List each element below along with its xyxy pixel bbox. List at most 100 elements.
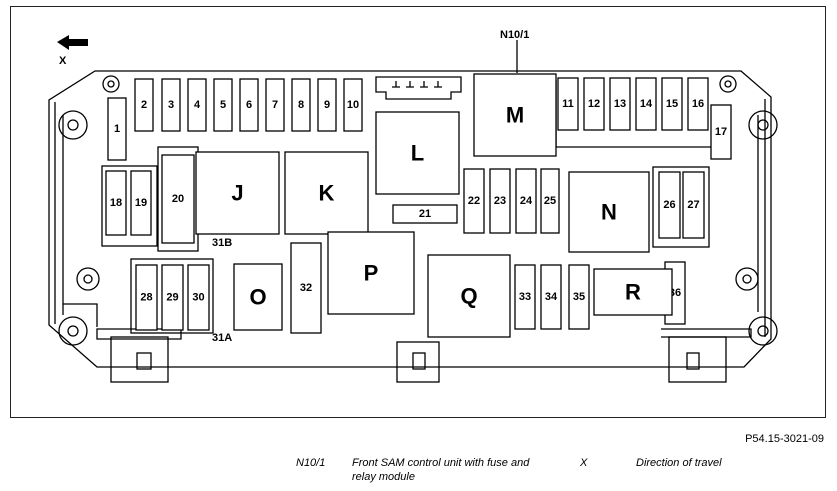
fuse-25	[540, 168, 560, 234]
fuse-11	[557, 77, 579, 131]
fuse-29-label: 29	[166, 292, 178, 304]
fuse-34	[540, 264, 562, 330]
fuse-12	[583, 77, 605, 131]
legend-description-x: Direction of travel	[636, 457, 722, 469]
fuse-7-label: 7	[272, 99, 278, 111]
legend-description-n10-1: Front SAM control unit with fuse and rel…	[352, 457, 530, 483]
fuse-19	[130, 170, 152, 236]
housing-outline	[48, 70, 772, 368]
fuse-4-label: 4	[194, 99, 201, 111]
fuse-2-label: 2	[141, 99, 147, 111]
fuse-28	[135, 264, 158, 331]
relay-j-label: J	[231, 181, 243, 206]
terminal-31a-label: 31A	[212, 332, 232, 344]
fuse-21	[392, 204, 458, 224]
fuse-23	[489, 168, 511, 234]
fuse-32-label: 32	[300, 282, 312, 294]
fuse-30-label: 30	[192, 292, 204, 304]
relay-k-label: K	[319, 181, 335, 206]
fuse-20	[161, 154, 195, 244]
fuse-18	[105, 170, 127, 236]
fuse-3	[161, 78, 181, 132]
relay-l	[375, 111, 460, 195]
relay-l-label: L	[411, 141, 424, 166]
fuse-15	[661, 77, 683, 131]
left-arrow-icon	[57, 35, 88, 50]
relay-o	[233, 263, 283, 331]
fuse-27	[682, 171, 705, 239]
relay-r	[593, 268, 673, 316]
fuse-20-label: 20	[172, 193, 184, 205]
fuse-6	[239, 78, 259, 132]
relay-q-label: Q	[460, 284, 477, 309]
fuse-19-label: 19	[135, 197, 147, 209]
fuse-21-label: 21	[419, 208, 431, 220]
fuse-3-label: 3	[168, 99, 174, 111]
drawing-code: P54.15-3021-09	[745, 433, 824, 445]
fuse-29	[161, 264, 184, 331]
fuse-1	[107, 97, 127, 161]
fuse-24	[515, 168, 537, 234]
relay-o-label: O	[249, 285, 266, 310]
relay-m-label: M	[506, 103, 524, 128]
fuse-14-label: 14	[640, 98, 653, 110]
fuse-33	[514, 264, 536, 330]
mounting-holes	[58, 75, 778, 346]
fuse-18-label: 18	[110, 197, 122, 209]
fuse-28-label: 28	[140, 292, 152, 304]
relay-m	[473, 73, 557, 157]
fuse-10-label: 10	[347, 99, 359, 111]
fuse-24-label: 24	[520, 195, 533, 207]
fuse-2	[134, 78, 154, 132]
fuse-23-label: 23	[494, 195, 506, 207]
fuse-17	[710, 104, 732, 160]
fuse-35	[568, 264, 590, 330]
fuse-22-label: 22	[468, 195, 480, 207]
legend-key-x: X	[580, 457, 588, 469]
fuse-9	[317, 78, 337, 132]
direction-label: X	[59, 55, 67, 67]
fuse-22	[463, 168, 485, 234]
fuse-14	[635, 77, 657, 131]
fuse-33-label: 33	[519, 291, 531, 303]
relay-n	[568, 171, 650, 253]
relay-n-label: N	[601, 200, 617, 225]
fuse-5	[213, 78, 233, 132]
fuse-6-label: 6	[246, 99, 252, 111]
module-callout: N10/1	[500, 29, 529, 41]
fuse-17-label: 17	[715, 126, 727, 138]
fuse-25-label: 25	[544, 195, 556, 207]
fuse-16-label: 16	[692, 98, 704, 110]
fuse-27-label: 27	[687, 199, 699, 211]
fuse-1-label: 1	[114, 123, 120, 135]
fuse-15-label: 15	[666, 98, 678, 110]
fuse-13-label: 13	[614, 98, 626, 110]
fuse-32	[290, 242, 322, 334]
fuse-5-label: 5	[220, 99, 226, 111]
terminal-31b-label: 31B	[212, 237, 232, 249]
fuse-8	[291, 78, 311, 132]
relay-q	[427, 254, 511, 338]
fuse-9-label: 9	[324, 99, 330, 111]
fuse-16	[687, 77, 709, 131]
legend-key-n10-1: N10/1	[296, 457, 326, 469]
fuse-26-label: 26	[663, 199, 675, 211]
relay-k	[284, 151, 369, 235]
fuse-30	[187, 264, 210, 331]
connector-housing	[375, 76, 462, 100]
fuse-13	[609, 77, 631, 131]
fuse-12-label: 12	[588, 98, 600, 110]
fuse-11-label: 11	[562, 98, 574, 110]
relay-p-label: P	[364, 261, 379, 286]
fuse-10	[343, 78, 363, 132]
fuse-4	[187, 78, 207, 132]
fuse-35-label: 35	[573, 291, 585, 303]
fuse-8-label: 8	[298, 99, 304, 111]
relay-j	[195, 151, 280, 235]
relay-p	[327, 231, 415, 315]
fuse-26	[658, 171, 681, 239]
relay-r-label: R	[625, 280, 641, 305]
fuse-34-label: 34	[545, 291, 558, 303]
